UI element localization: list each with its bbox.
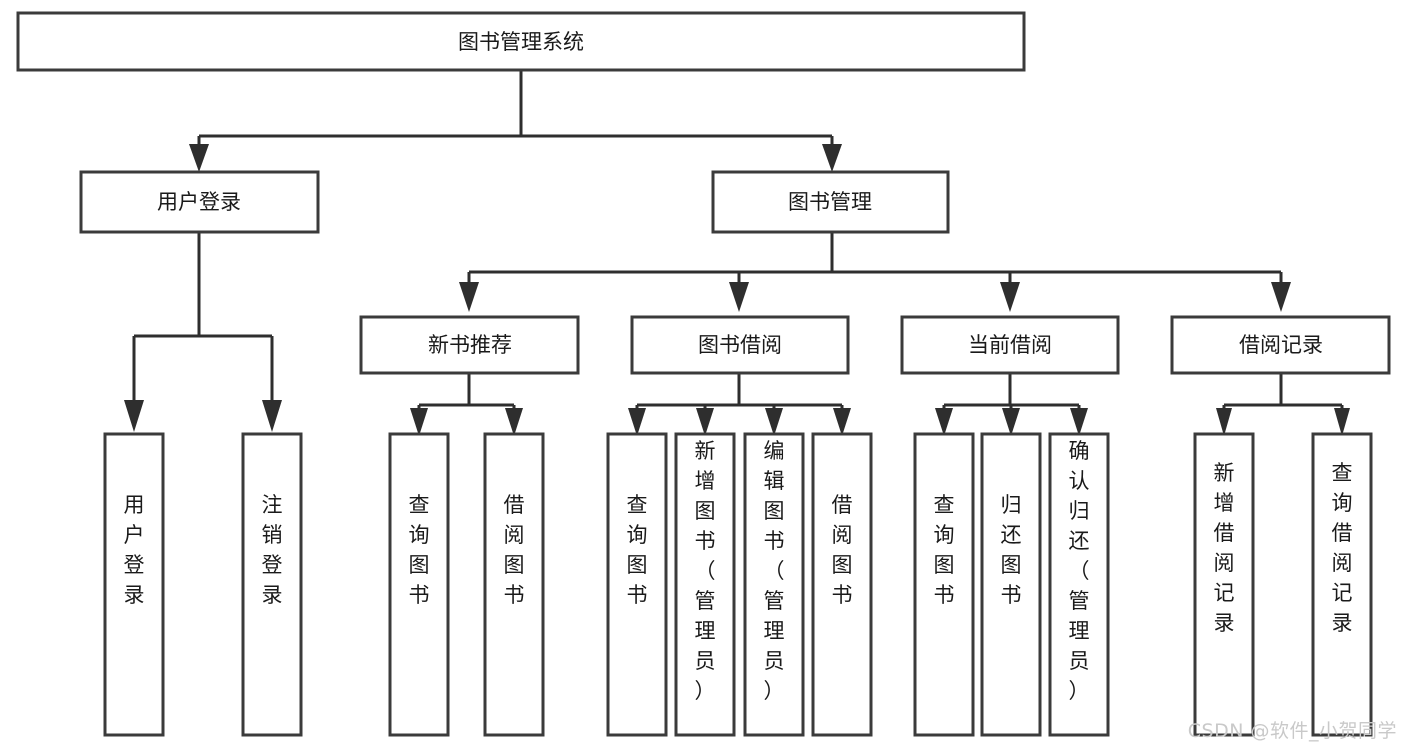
- arrowheads-layer: [124, 144, 1350, 436]
- node-book-borrow[interactable]: 图书借阅: [630, 315, 850, 375]
- node-root[interactable]: 图书管理系统: [16, 11, 1026, 72]
- leaf-box[interactable]: [388, 432, 450, 737]
- leaf-box[interactable]: [1311, 432, 1373, 737]
- arrow-icon: [1271, 282, 1291, 312]
- leaf-label: 借阅图书: [832, 493, 853, 607]
- leaf-label: 注销登录: [262, 493, 283, 607]
- leaf-label: 编辑图书（管理员）: [764, 439, 785, 703]
- leaf-current-borrow-3[interactable]: 确认归还（管理员）: [1048, 432, 1110, 737]
- node-current-borrow[interactable]: 当前借阅: [900, 315, 1120, 375]
- node-user-login-box[interactable]: [79, 170, 320, 234]
- leaf-borrow-record-1[interactable]: 新增借阅记录: [1193, 432, 1255, 737]
- leaf-box[interactable]: [674, 432, 736, 737]
- leaf-user-login-1[interactable]: 用户登录: [103, 432, 165, 737]
- leaf-borrow-record-2[interactable]: 查询借阅记录: [1311, 432, 1373, 737]
- node-borrow-record-box[interactable]: [1170, 315, 1391, 375]
- node-user-login[interactable]: 用户登录: [79, 170, 320, 234]
- leaf-box[interactable]: [483, 432, 545, 737]
- arrow-icon: [1002, 408, 1020, 436]
- arrow-icon: [822, 144, 842, 172]
- node-book-manage-box[interactable]: [711, 170, 950, 234]
- node-user-login-label: 用户登录: [157, 190, 241, 214]
- arrow-icon: [505, 408, 523, 436]
- node-book-borrow-label: 图书借阅: [698, 333, 782, 357]
- leaf-current-borrow-2[interactable]: 归还图书: [980, 432, 1042, 737]
- arrow-icon: [262, 400, 282, 432]
- arrow-icon: [833, 408, 851, 436]
- node-new-book-recommend[interactable]: 新书推荐: [359, 315, 580, 375]
- arrow-icon: [729, 282, 749, 312]
- node-root-label: 图书管理系统: [458, 30, 584, 54]
- leaf-label: 新增图书（管理员）: [695, 439, 716, 703]
- leaf-book-borrow-1[interactable]: 查询图书: [606, 432, 668, 737]
- node-new-book-recommend-label: 新书推荐: [428, 333, 512, 357]
- arrow-icon: [696, 408, 714, 436]
- node-book-manage-label: 图书管理: [788, 190, 872, 214]
- arrow-icon: [628, 408, 646, 436]
- node-current-borrow-label: 当前借阅: [968, 333, 1052, 357]
- arrow-icon: [410, 408, 428, 436]
- node-book-borrow-box[interactable]: [630, 315, 850, 375]
- leaf-label: 用户登录: [124, 493, 145, 607]
- arrow-icon: [1334, 408, 1350, 436]
- leaf-new-book-2[interactable]: 借阅图书: [483, 432, 545, 737]
- arrow-icon: [935, 408, 953, 436]
- leaf-book-borrow-2[interactable]: 新增图书（管理员）: [674, 432, 736, 737]
- leaf-current-borrow-1[interactable]: 查询图书: [913, 432, 975, 737]
- arrow-icon: [189, 144, 209, 172]
- leaf-box[interactable]: [606, 432, 668, 737]
- leaf-label: 确认归还（管理员）: [1069, 439, 1090, 703]
- node-new-book-recommend-box[interactable]: [359, 315, 580, 375]
- leaf-user-login-2[interactable]: 注销登录: [241, 432, 303, 737]
- leaf-box[interactable]: [1048, 432, 1110, 737]
- leaf-label: 借阅图书: [504, 493, 525, 607]
- node-borrow-record-label: 借阅记录: [1239, 333, 1323, 357]
- node-root-box[interactable]: [16, 11, 1026, 72]
- leaf-label: 查询图书: [934, 493, 955, 607]
- leaf-box[interactable]: [241, 432, 303, 737]
- leaf-label: 查询图书: [409, 493, 430, 607]
- leaf-label: 查询图书: [627, 493, 648, 607]
- leaf-label: 归还图书: [1001, 493, 1022, 607]
- leaf-box[interactable]: [1193, 432, 1255, 737]
- leaf-box[interactable]: [980, 432, 1042, 737]
- arrow-icon: [765, 408, 783, 436]
- node-book-manage[interactable]: 图书管理: [711, 170, 950, 234]
- arrow-icon: [1070, 408, 1088, 436]
- leaf-box[interactable]: [743, 432, 805, 737]
- leaf-new-book-1[interactable]: 查询图书: [388, 432, 450, 737]
- node-borrow-record[interactable]: 借阅记录: [1170, 315, 1391, 375]
- leaf-box[interactable]: [811, 432, 873, 737]
- node-current-borrow-box[interactable]: [900, 315, 1120, 375]
- leaf-book-borrow-4[interactable]: 借阅图书: [811, 432, 873, 737]
- leaf-box[interactable]: [913, 432, 975, 737]
- arrow-icon: [1000, 282, 1020, 312]
- leaf-label: 新增借阅记录: [1214, 461, 1235, 635]
- leaf-book-borrow-3[interactable]: 编辑图书（管理员）: [743, 432, 805, 737]
- arrow-icon: [459, 282, 479, 312]
- arrow-icon: [124, 400, 144, 432]
- arrow-icon: [1216, 408, 1232, 436]
- leaf-box[interactable]: [103, 432, 165, 737]
- leaf-label: 查询借阅记录: [1332, 461, 1353, 635]
